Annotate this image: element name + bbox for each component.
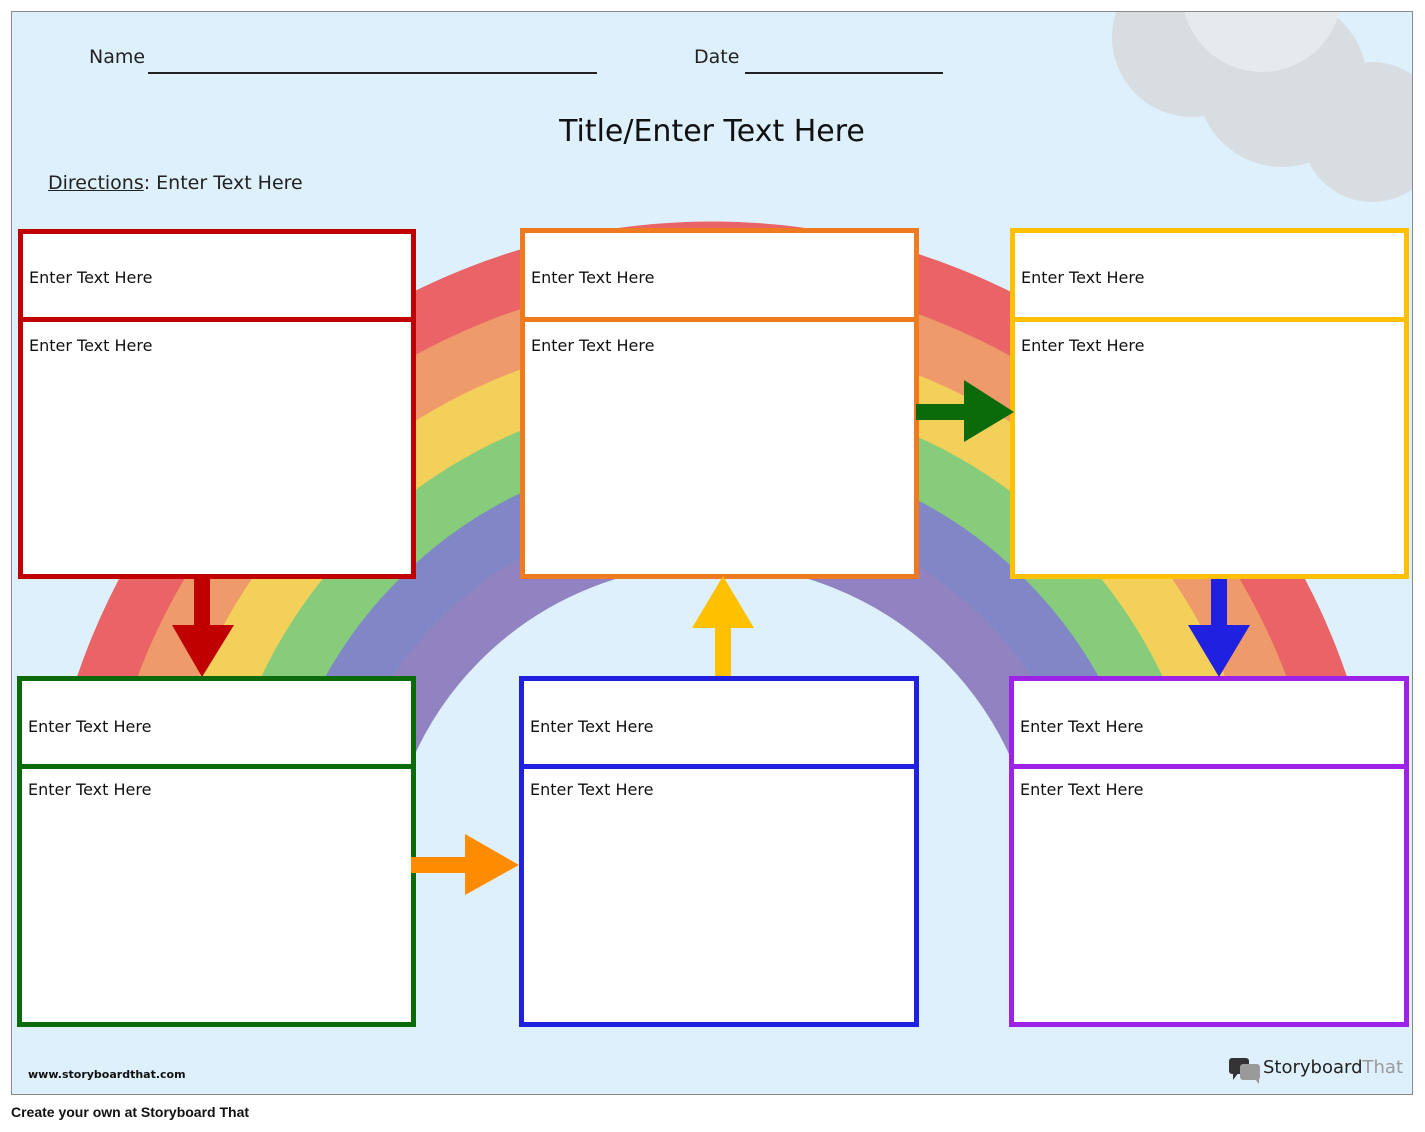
arrow-right-icon — [916, 380, 1014, 442]
box-title-text: Enter Text Here — [1020, 717, 1144, 736]
date-label: Date — [694, 46, 740, 68]
box-body-cell[interactable]: Enter Text Here — [519, 764, 919, 1027]
box-title-cell[interactable]: Enter Text Here — [1010, 228, 1409, 322]
box-body-text: Enter Text Here — [531, 336, 655, 355]
box-body-cell[interactable]: Enter Text Here — [1009, 764, 1409, 1027]
box-body-text: Enter Text Here — [530, 780, 654, 799]
box-body-text: Enter Text Here — [1021, 336, 1145, 355]
brand-name: StoryboardThat — [1263, 1057, 1403, 1078]
name-label: Name — [89, 46, 146, 68]
brand-main: Storyboard — [1263, 1057, 1363, 1078]
brand-light: That — [1362, 1057, 1404, 1078]
box-body-cell[interactable]: Enter Text Here — [17, 764, 416, 1027]
box-title-cell[interactable]: Enter Text Here — [519, 676, 919, 770]
box-title-text: Enter Text Here — [530, 717, 654, 736]
box-body-text: Enter Text Here — [1020, 780, 1144, 799]
arrow-down-icon — [1188, 579, 1250, 677]
box-body-text: Enter Text Here — [28, 780, 152, 799]
box-body-cell[interactable]: Enter Text Here — [18, 317, 416, 579]
arrow-right-icon — [411, 834, 519, 895]
website-url: www.storyboardthat.com — [28, 1068, 186, 1081]
box-title-text: Enter Text Here — [531, 268, 655, 287]
box-title-text: Enter Text Here — [1021, 268, 1145, 287]
box-body-cell[interactable]: Enter Text Here — [1010, 317, 1409, 579]
box-6: Enter Text Here Enter Text Here — [1009, 676, 1409, 1027]
box-1: Enter Text Here Enter Text Here — [18, 229, 416, 579]
box-body-text: Enter Text Here — [29, 336, 153, 355]
box-title-cell[interactable]: Enter Text Here — [520, 228, 919, 322]
box-title-cell[interactable]: Enter Text Here — [17, 676, 416, 770]
box-body-cell[interactable]: Enter Text Here — [520, 317, 919, 579]
box-title-text: Enter Text Here — [29, 268, 153, 287]
create-your-own-link[interactable]: Create your own at Storyboard That — [11, 1104, 250, 1120]
storyboard-logo-icon — [1229, 1058, 1260, 1084]
box-3: Enter Text Here Enter Text Here — [1010, 228, 1409, 579]
box-title-text: Enter Text Here — [28, 717, 152, 736]
name-field-line[interactable] — [148, 72, 597, 74]
cloud-icon — [1112, 12, 1412, 202]
box-title-cell[interactable]: Enter Text Here — [18, 229, 416, 322]
date-field-line[interactable] — [745, 72, 943, 74]
arrow-down-icon — [172, 579, 234, 677]
page-title[interactable]: Title/Enter Text Here — [559, 114, 865, 149]
box-4: Enter Text Here Enter Text Here — [17, 676, 416, 1027]
directions-label: Directions — [48, 172, 144, 194]
directions-text: : Enter Text Here — [143, 172, 303, 194]
box-5: Enter Text Here Enter Text Here — [519, 676, 919, 1027]
box-title-cell[interactable]: Enter Text Here — [1009, 676, 1409, 770]
box-2: Enter Text Here Enter Text Here — [520, 228, 919, 579]
directions[interactable]: Directions: Enter Text Here — [48, 172, 303, 194]
worksheet: Name Date Title/Enter Text Here Directio… — [11, 11, 1413, 1095]
arrow-up-icon — [692, 576, 754, 676]
